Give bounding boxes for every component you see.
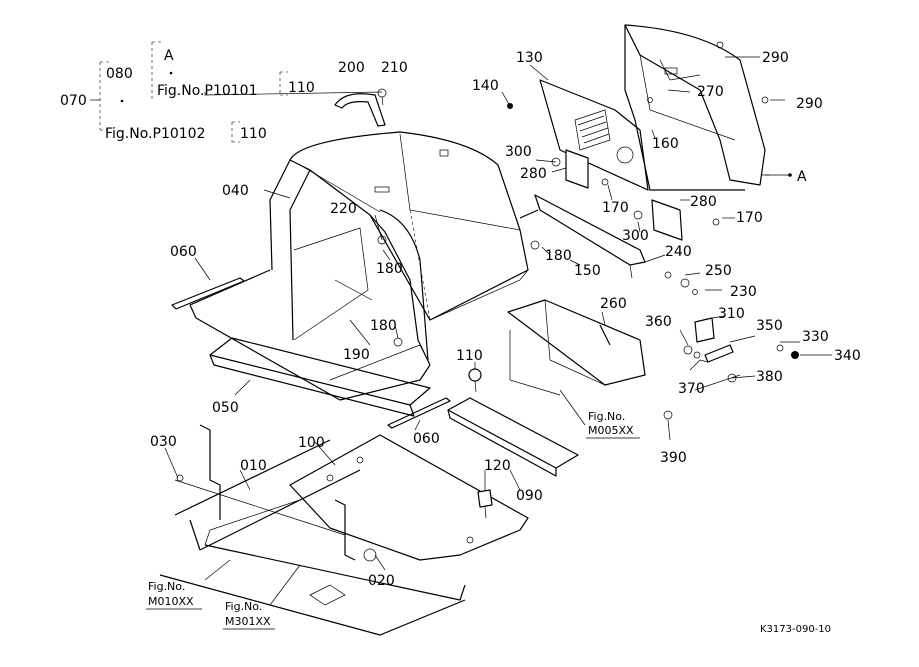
label-040: 040 (222, 183, 249, 199)
label-120: 120 (484, 458, 511, 474)
drawing-reference-code: K3173-090-10 (760, 624, 831, 635)
label-110-a: 110 (288, 80, 315, 96)
label-280-b: 280 (690, 194, 717, 210)
cross-bracket (519, 194, 646, 279)
label-fig-m005-line2: M005XX (588, 424, 634, 437)
label-360: 360 (645, 314, 672, 330)
label-140: 140 (472, 78, 499, 94)
label-080: 080 (106, 66, 133, 82)
leader-lines (90, 56, 832, 606)
label-point-a-right: A (797, 169, 807, 185)
label-310: 310 (718, 306, 745, 322)
label-fig-p10101: Fig.No.P10101 (157, 83, 257, 99)
label-390: 390 (660, 450, 687, 466)
label-100: 100 (298, 435, 325, 451)
label-290-b: 290 (796, 96, 823, 112)
label-180-b: 180 (545, 248, 572, 264)
label-050: 050 (212, 400, 239, 416)
label-180-c: 180 (370, 318, 397, 334)
label-180-a: 180 (376, 261, 403, 277)
label-fig-p10102: Fig.No.P10102 (105, 126, 205, 142)
handle (334, 88, 387, 127)
label-fig-m010-line1: Fig.No. (148, 580, 185, 593)
label-170-a: 170 (602, 200, 629, 216)
label-150: 150 (574, 263, 601, 279)
label-230: 230 (730, 284, 757, 300)
label-380: 380 (756, 369, 783, 385)
label-110-c: 110 (456, 348, 483, 364)
outer-frame (624, 24, 766, 191)
label-350: 350 (756, 318, 783, 334)
label-370: 370 (678, 381, 705, 397)
label-220: 220 (330, 201, 357, 217)
label-070: 070 (60, 93, 87, 109)
label-030: 030 (150, 434, 177, 450)
label-340: 340 (834, 348, 861, 364)
label-200: 200 (338, 60, 365, 76)
label-fig-m301-line1: Fig.No. (225, 600, 262, 613)
frame-rails (159, 424, 466, 636)
label-210: 210 (381, 60, 408, 76)
label-270: 270 (697, 84, 724, 100)
latch-parts (683, 317, 799, 383)
label-point-a-top: A (164, 48, 174, 64)
label-020: 020 (368, 573, 395, 589)
label-160: 160 (652, 136, 679, 152)
label-260: 260 (600, 296, 627, 312)
label-fig-m010-line2: M010XX (148, 595, 194, 608)
label-fig-m301-line2: M301XX (225, 615, 271, 628)
label-170-b: 170 (736, 210, 763, 226)
label-090: 090 (516, 488, 543, 504)
label-190: 190 (343, 347, 370, 363)
label-110-b: 110 (240, 126, 267, 142)
label-240: 240 (665, 244, 692, 260)
lower-support (507, 299, 646, 396)
label-060-a: 060 (170, 244, 197, 260)
label-330: 330 (802, 329, 829, 345)
assembly-bracket-group (99, 41, 288, 143)
label-250: 250 (705, 263, 732, 279)
bottom-plate-090 (447, 397, 579, 477)
label-300-b: 300 (622, 228, 649, 244)
label-290-a: 290 (762, 50, 789, 66)
plates (565, 149, 683, 241)
label-060-b: 060 (413, 431, 440, 447)
label-280-a: 280 (520, 166, 547, 182)
label-300-a: 300 (505, 144, 532, 160)
bottom-tray (189, 269, 431, 417)
label-fig-m005-line1: Fig.No. (588, 410, 625, 423)
seal-strips (171, 277, 451, 429)
label-010: 010 (240, 458, 267, 474)
label-130: 130 (516, 50, 543, 66)
part-labels: 070 080 A Fig.No.P10101 110 Fig.No.P1010… (60, 48, 861, 635)
hood-body (269, 131, 529, 366)
rear-panel (539, 79, 649, 191)
floor-plate-100 (289, 434, 529, 561)
